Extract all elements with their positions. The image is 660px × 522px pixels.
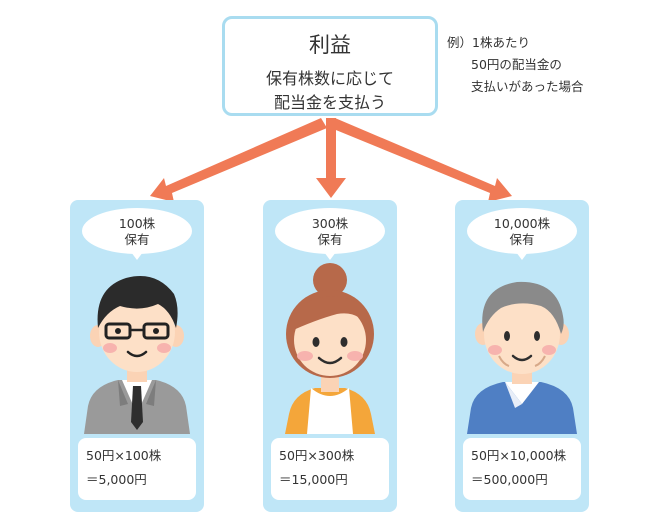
young-man-with-glasses-icon	[84, 276, 190, 434]
speech-bubble: 100株 保有	[82, 208, 192, 254]
bubble-tail	[131, 252, 143, 260]
bubble-label: 保有	[509, 232, 535, 247]
calc-result: ＝5,000円	[86, 472, 147, 487]
dividend-calculation: 50円×10,000株 ＝500,000円	[463, 438, 581, 500]
calc-result: ＝500,000円	[471, 472, 548, 487]
speech-bubble: 300株 保有	[275, 208, 385, 254]
bubble-shares: 100株	[118, 216, 156, 231]
calc-formula: 50円×100株	[86, 448, 162, 463]
note-line-2: 50円の配当金の	[471, 57, 562, 72]
holder-panel-10000: 10,000株 保有 50円×10,000株 ＝500,000円	[455, 200, 589, 512]
bubble-shares: 10,000株	[493, 216, 551, 231]
arrow-right	[331, 118, 512, 202]
arrow-left	[150, 118, 327, 202]
profit-title: 利益	[309, 33, 351, 57]
profit-description: 保有株数に応じて 配当金を支払う	[225, 67, 435, 115]
example-note: 例）1株あたり 50円の配当金の 支払いがあった場合	[447, 32, 584, 98]
calc-formula: 50円×10,000株	[471, 448, 567, 463]
woman-with-bun-icon	[285, 263, 375, 434]
bubble-label: 保有	[124, 232, 150, 247]
bubble-shares: 300株	[311, 216, 349, 231]
holder-panel-300: 300株 保有 50円×300株 ＝15,000円	[263, 200, 397, 512]
dividend-calculation: 50円×300株 ＝15,000円	[271, 438, 389, 500]
arrow-center	[316, 118, 346, 198]
dividend-calculation: 50円×100株 ＝5,000円	[78, 438, 196, 500]
calc-result: ＝15,000円	[279, 472, 348, 487]
bubble-tail	[516, 252, 528, 260]
note-line-3: 支払いがあった場合	[471, 79, 584, 94]
elderly-man-icon	[467, 281, 577, 434]
bubble-tail	[324, 252, 336, 260]
profit-box: 利益 保有株数に応じて 配当金を支払う	[222, 16, 438, 116]
profit-line-1: 保有株数に応じて	[265, 69, 394, 88]
holder-panel-100: 100株 保有 50円×100株 ＝5,000円	[70, 200, 204, 512]
bubble-label: 保有	[317, 232, 343, 247]
profit-line-2: 配当金を支払う	[273, 93, 386, 112]
note-line-1: 例）1株あたり	[447, 35, 530, 50]
calc-formula: 50円×300株	[279, 448, 355, 463]
speech-bubble: 10,000株 保有	[467, 208, 577, 254]
